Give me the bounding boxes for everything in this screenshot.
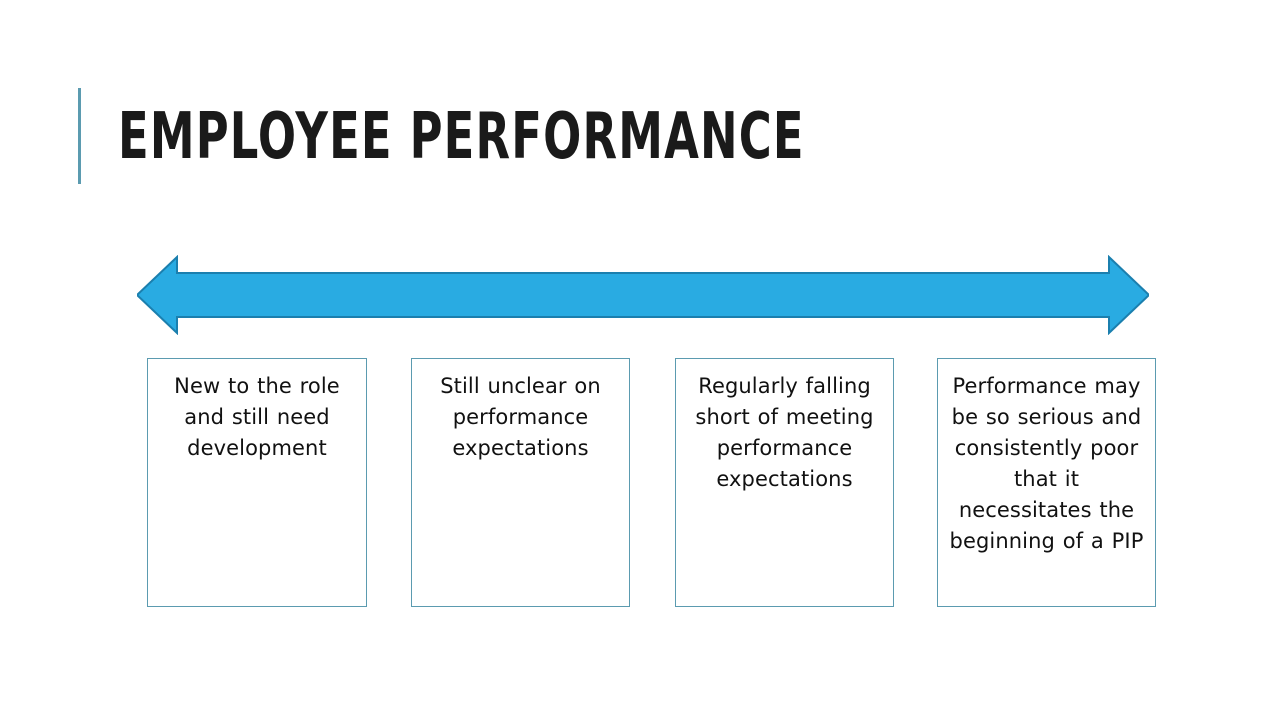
stage-box-2-text: Still unclear on performance expectation… [440, 374, 601, 460]
title-accent-bar [78, 88, 81, 184]
stage-box-2: Still unclear on performance expectation… [411, 358, 630, 607]
double-headed-arrow [137, 255, 1149, 335]
stage-box-1: New to the role and still need developme… [147, 358, 367, 607]
stage-box-4: Performance may be so serious and consis… [937, 358, 1156, 607]
page-title: Employee Performance [118, 100, 805, 174]
arrow-shape [137, 255, 1149, 335]
stage-box-3-text: Regularly falling short of meeting perfo… [695, 374, 874, 491]
stage-box-1-text: New to the role and still need developme… [174, 374, 340, 460]
stage-box-3: Regularly falling short of meeting perfo… [675, 358, 894, 607]
stage-box-4-text: Performance may be so serious and consis… [949, 374, 1144, 553]
